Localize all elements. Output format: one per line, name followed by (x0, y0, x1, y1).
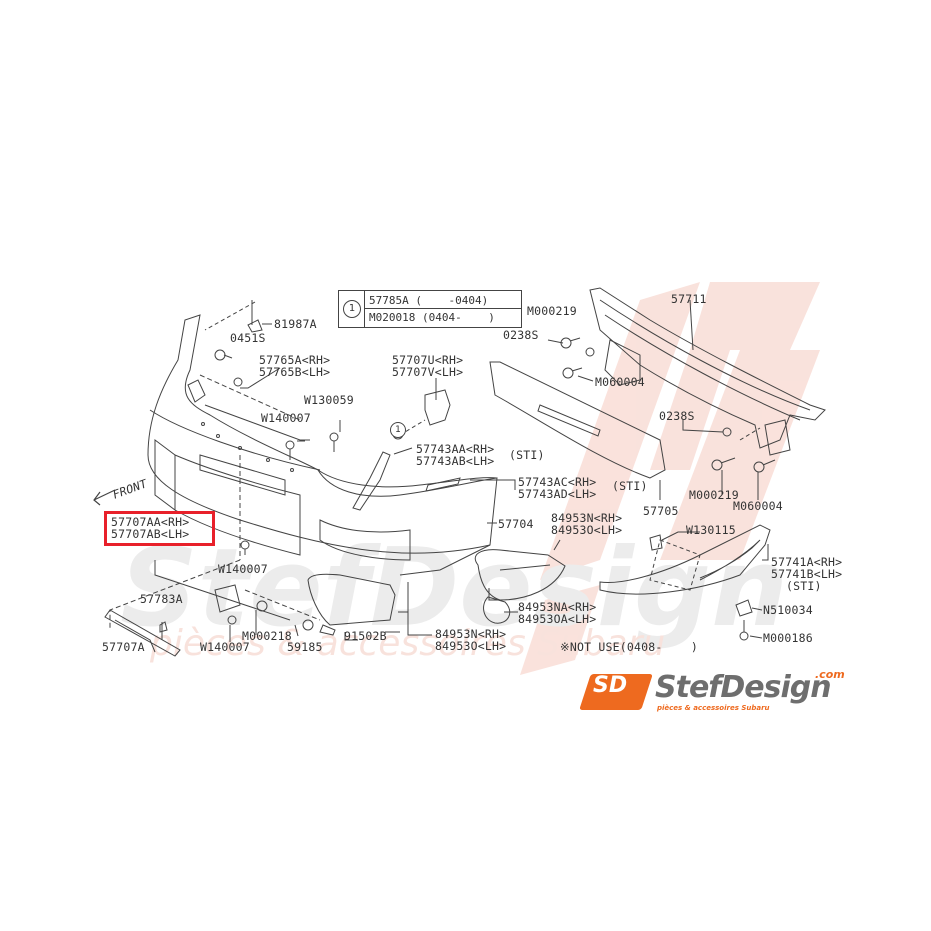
part-label-84953O[interactable]: 84953O<LH> (435, 639, 507, 653)
part-label-57711[interactable]: 57711 (671, 292, 707, 306)
part-label-57741B[interactable]: 57741B<LH> (771, 567, 843, 581)
part-label-59185[interactable]: 59185 (287, 640, 323, 654)
sti-note: (STI) (509, 448, 545, 462)
logo-name: StefDesign (655, 670, 832, 705)
part-label-57743AD[interactable]: 57743AD<LH> (518, 487, 597, 501)
sti-note: (STI) (612, 479, 648, 493)
part-label-N510034[interactable]: N510034 (763, 603, 813, 617)
part-label-M000186[interactable]: M000186 (763, 631, 813, 645)
part-label-W140007[interactable]: W140007 (200, 640, 250, 654)
stefdesign-logo[interactable]: SD StefDesign .com pièces & accessoires … (579, 668, 850, 716)
legend-divider (364, 308, 521, 309)
part-label-84953N[interactable]: 84953N<RH> (551, 511, 623, 525)
legend-part: M020018 (369, 311, 416, 324)
part-label-57765A[interactable]: 57765A<RH> (259, 353, 331, 367)
part-label-84953OA[interactable]: 84953OA<LH> (518, 612, 597, 626)
legend-range: ( -0404) (415, 294, 489, 307)
legend-divider (364, 291, 365, 327)
part-label-W140007[interactable]: W140007 (218, 562, 268, 576)
callout-marker: 1 (390, 422, 406, 438)
part-label-0451S[interactable]: 0451S (230, 331, 266, 345)
part-label-57704[interactable]: 57704 (498, 517, 534, 531)
part-label-57707U[interactable]: 57707U<RH> (392, 353, 464, 367)
logo-badge-text: SD (593, 673, 628, 698)
legend-marker: 1 (343, 300, 361, 318)
part-label-M000219[interactable]: M000219 (527, 304, 577, 318)
legend-row: 57785A ( -0404) (369, 294, 488, 307)
part-label-M000219[interactable]: M000219 (689, 488, 739, 502)
part-label-57707A[interactable]: 57707A (102, 640, 145, 654)
part-label-57743AA[interactable]: 57743AA<RH> (416, 442, 495, 456)
logo-tagline: pièces & accessoires Subaru (657, 704, 770, 712)
sti-note: (STI) (786, 579, 822, 593)
part-label-91502B[interactable]: 91502B (344, 629, 387, 643)
part-label-57705[interactable]: 57705 (643, 504, 679, 518)
part-label-84953NA[interactable]: 84953NA<RH> (518, 600, 597, 614)
watermark-tagline: pièces & accessoires Subaru (149, 623, 665, 664)
part-label-0238S[interactable]: 0238S (659, 409, 695, 423)
legend-table: 1 57785A ( -0404) M020018 (0404- ) (338, 290, 522, 328)
part-label-57765B[interactable]: 57765B<LH> (259, 365, 331, 379)
part-label-57707V[interactable]: 57707V<LH> (392, 365, 464, 379)
part-label-84953N[interactable]: 84953N<RH> (435, 627, 507, 641)
legend-range: (0404- ) (421, 311, 495, 324)
part-label-57743AC[interactable]: 57743AC<RH> (518, 475, 597, 489)
part-label-57707AB[interactable]: 57707AB<LH> (111, 527, 190, 541)
part-label-81987A[interactable]: 81987A (274, 317, 317, 331)
part-label-57743AB[interactable]: 57743AB<LH> (416, 454, 495, 468)
part-label-M060004[interactable]: M060004 (733, 499, 783, 513)
not-use-note: ※NOT USE(0408- ) (560, 640, 699, 654)
part-label-57741A[interactable]: 57741A<RH> (771, 555, 843, 569)
highlight-box (104, 511, 215, 546)
watermark-sti (520, 282, 820, 675)
legend-row: M020018 (0404- ) (369, 311, 495, 324)
part-label-84953O[interactable]: 84953O<LH> (551, 523, 623, 537)
part-label-W130059[interactable]: W130059 (304, 393, 354, 407)
watermark-text: StefDesign (120, 526, 788, 651)
part-label-M000218[interactable]: M000218 (242, 629, 292, 643)
part-label-M060004[interactable]: M060004 (595, 375, 645, 389)
part-label-W130115[interactable]: W130115 (686, 523, 736, 537)
legend-part: 57785A (369, 294, 409, 307)
part-label-57783A[interactable]: 57783A (140, 592, 183, 606)
part-label-W140007[interactable]: W140007 (261, 411, 311, 425)
part-label-57707AA[interactable]: 57707AA<RH> (111, 515, 190, 529)
logo-domain: .com (815, 668, 845, 681)
part-label-0238S[interactable]: 0238S (503, 328, 539, 342)
